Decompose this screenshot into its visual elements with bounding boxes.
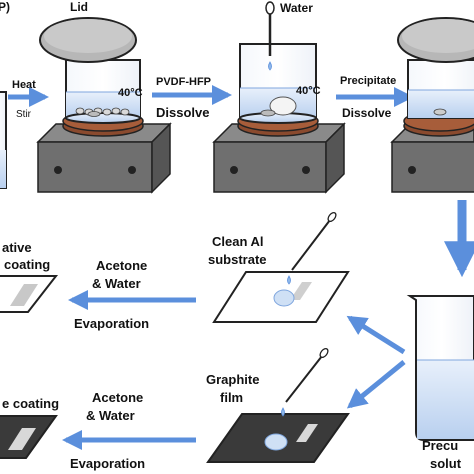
temp-label-1: 40°C	[118, 87, 143, 99]
precipitate-label: Precipitate	[340, 75, 396, 87]
stove-knob	[128, 166, 136, 174]
temp-label-2: 40°C	[296, 85, 321, 97]
native-label-1: ative	[2, 240, 32, 255]
bottom-left-label: e coating	[2, 396, 59, 411]
stove-side	[151, 122, 171, 194]
pipette	[285, 355, 323, 403]
water-label: Water	[280, 1, 313, 15]
stove-knob	[54, 166, 62, 174]
acetone-label-2b: & Water	[86, 408, 135, 423]
heat-label: Heat	[12, 79, 36, 91]
precursor-label-2: solut	[430, 456, 462, 471]
coated-graphite-substrate	[0, 415, 58, 459]
native-label-2: coating	[4, 257, 50, 272]
graphite-label-1: Graphite	[206, 372, 259, 387]
native-coating-substrate	[0, 275, 59, 313]
stir-label: Stir	[16, 109, 32, 120]
pvdf-hfp-label: PVDF-HFP	[156, 76, 211, 88]
arrow-to-al	[346, 315, 406, 355]
corner-label: P)	[0, 0, 10, 14]
dissolve-label-1: Dissolve	[156, 105, 209, 120]
particles	[75, 107, 130, 117]
apparatus-2	[212, 1, 346, 194]
acetone-label-1a: Acetone	[96, 258, 147, 273]
acetone-label-2a: Acetone	[92, 390, 143, 405]
stove-front	[37, 141, 153, 193]
left-partial-beaker	[0, 91, 7, 189]
stove-front	[391, 141, 474, 193]
apparatus-3	[390, 17, 474, 193]
dissolve-label-2: Dissolve	[342, 106, 392, 120]
apparatus-1	[36, 17, 172, 194]
stove-knob	[230, 166, 238, 174]
stove-knob	[302, 166, 310, 174]
pipette	[291, 219, 331, 271]
water-drop	[268, 61, 272, 71]
stove-knob	[408, 166, 416, 174]
drop-spot	[273, 289, 295, 307]
acetone-label-1b: & Water	[92, 276, 141, 291]
polymer-blob	[269, 96, 297, 116]
clean-al-label-1: Clean Al	[212, 234, 264, 249]
precursor-label-1: Precu	[422, 438, 458, 453]
precursor-beaker	[406, 295, 474, 441]
graphite-label-2: film	[220, 390, 243, 405]
evaporation-label-2: Evaporation	[70, 456, 145, 471]
stove-front	[213, 141, 327, 193]
drop-spot	[264, 433, 288, 451]
al-substrate	[212, 211, 350, 323]
clean-al-label-2: substrate	[208, 252, 267, 267]
arrow-to-graphite	[346, 360, 406, 409]
graphite-substrate	[206, 347, 350, 463]
lid-label: Lid	[70, 0, 88, 14]
evaporation-label-1: Evaporation	[74, 316, 149, 331]
